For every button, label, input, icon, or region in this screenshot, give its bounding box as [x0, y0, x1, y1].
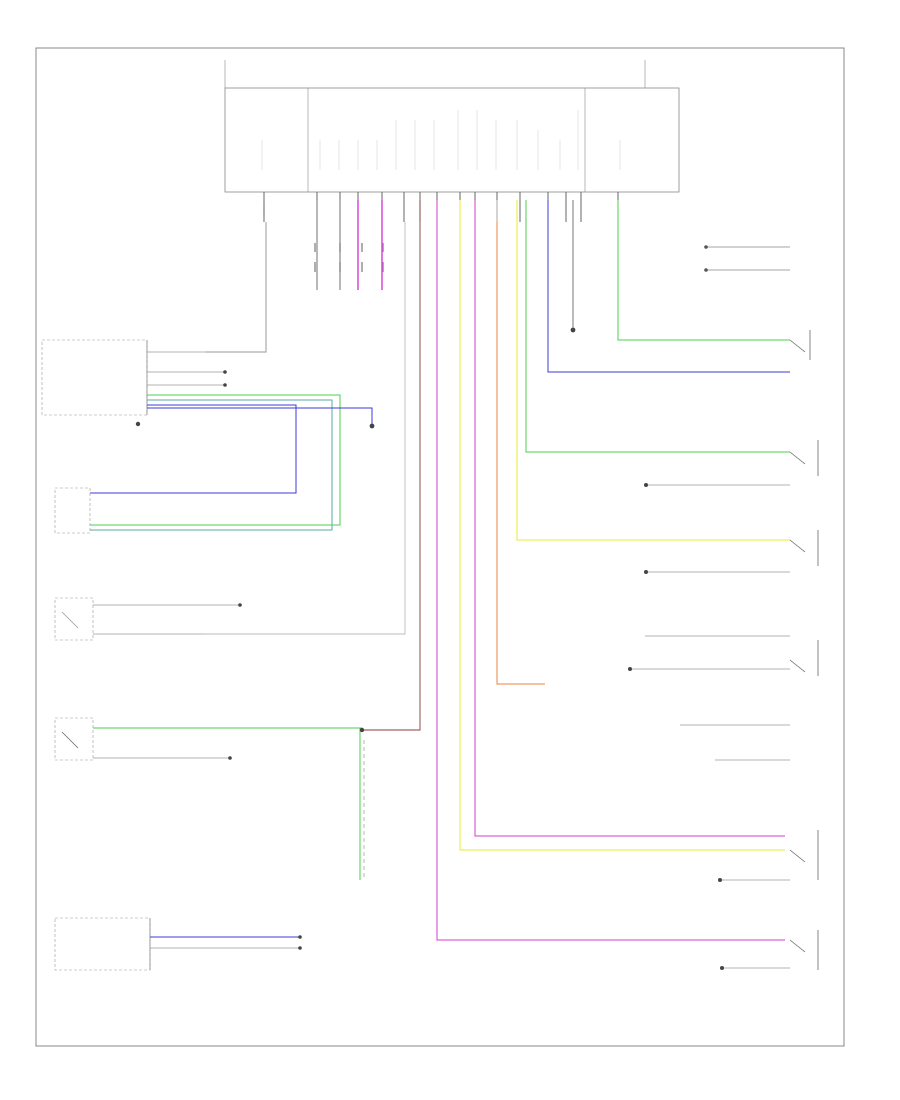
right-rear-door-switch-box [54, 597, 94, 641]
right-side-connector-dots [628, 483, 724, 970]
wire-short-gray-stubs [316, 200, 341, 290]
right-rear-door-switch-wires [61, 604, 240, 635]
diagram-frame [35, 47, 845, 1047]
left-switch-splice-dots [223, 370, 227, 387]
wire-blue-module-to-switch [547, 200, 790, 373]
left-rear-seatbelt-buckle-box [54, 487, 91, 534]
wire-yellow-module-to-right-front [516, 200, 790, 541]
wire-green-module-to-left-rear [525, 200, 790, 453]
wire-blue-switch-to-splice [147, 407, 373, 424]
wire-magenta-module-to-hood [474, 200, 785, 837]
wire-green-module-to-right-switch [617, 200, 790, 341]
wire-teal-switch-to-buckle [90, 399, 333, 531]
steering-column-connector-dots [298, 935, 302, 950]
module-pin-columns [261, 110, 621, 170]
right-side-gray-wires [630, 484, 790, 969]
main-module-box [224, 87, 680, 193]
wire-brown-module-to-door [362, 200, 421, 731]
wire-magenta-module-to-bottom [436, 200, 785, 941]
left-front-door-switch-box [54, 717, 94, 761]
ground-point-icon [570, 327, 576, 333]
left-switch-gray-wires [147, 351, 225, 386]
left-front-door-ground-dot [228, 756, 232, 760]
wire-blue-switch-to-buckle [90, 404, 297, 494]
steering-column-switch-box [54, 917, 151, 971]
pin-label-marks [263, 205, 384, 272]
wire-short-magenta-stubs [357, 200, 383, 290]
wire-green-switch-to-buckle [90, 394, 341, 526]
right-top-switch-dots [704, 245, 708, 272]
switch-symbols-right [789, 330, 819, 970]
left-switch-module-box [41, 339, 148, 416]
wire-orange-module-to-liftgate [496, 222, 545, 685]
left-switch-ground-icon [135, 421, 141, 427]
right-rear-door-connector-dot [238, 603, 242, 607]
left-front-door-switch-contact [61, 731, 79, 749]
wire-gray-module-to-switch [205, 222, 267, 353]
wire-yellow-module-to-liftgate [459, 200, 785, 851]
blue-splice-icon [369, 423, 375, 429]
center-splice-icon [359, 727, 365, 733]
right-top-switch-wires [706, 246, 790, 271]
wire-gray-module-to-right-rear-door [205, 222, 406, 635]
